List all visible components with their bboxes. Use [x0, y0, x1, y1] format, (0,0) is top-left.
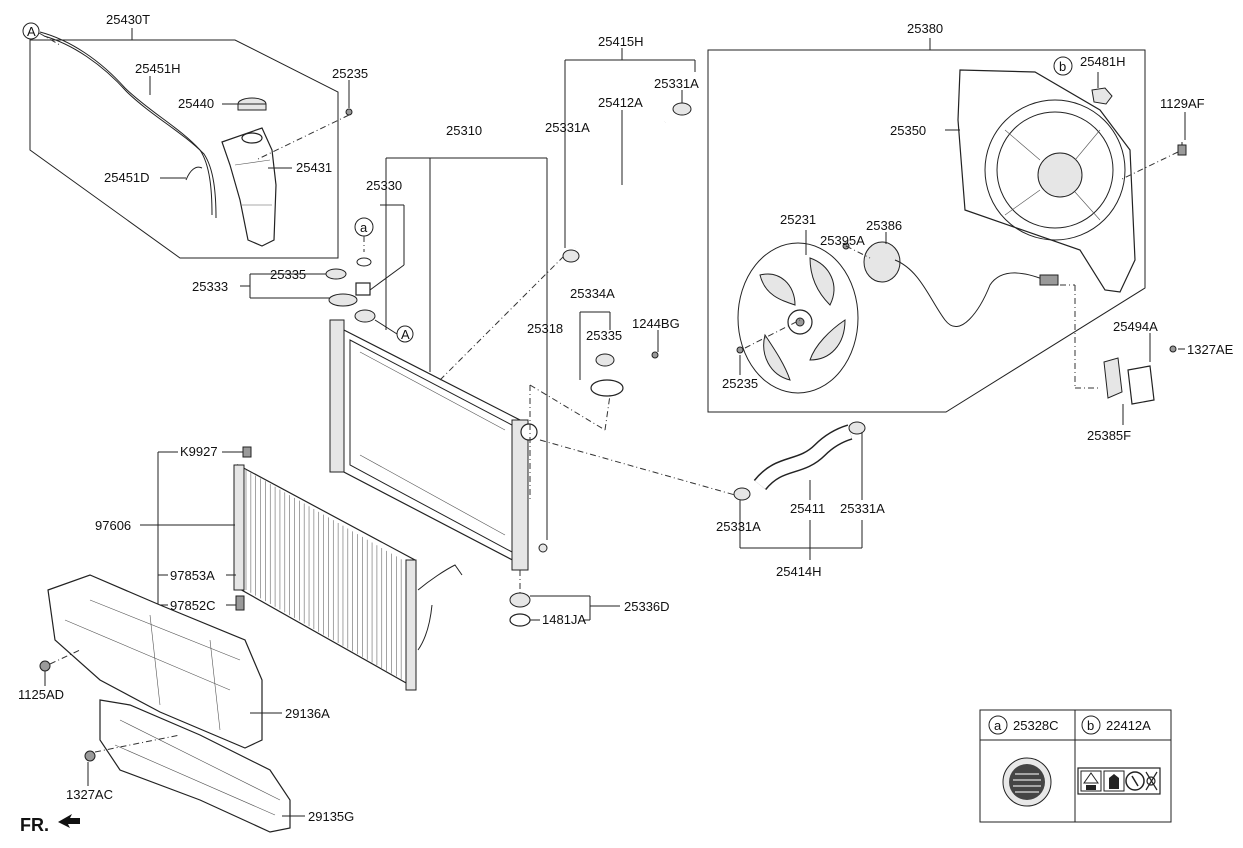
label-97606: 97606 [95, 518, 131, 533]
label-25385F: 25385F [1087, 428, 1131, 443]
label-25451H: 25451H [135, 61, 181, 76]
label-25335-mid: 25335 [586, 328, 622, 343]
label-25330: 25330 [366, 178, 402, 193]
label-25431: 25431 [296, 160, 332, 175]
legend-a-part: 25328C [1013, 718, 1059, 733]
label-25350: 25350 [890, 123, 926, 138]
label-29136A: 29136A [285, 706, 330, 721]
reservoir-group [22, 22, 353, 259]
label-25481H: 25481H [1080, 54, 1126, 69]
label-25331A-top: 25331A [654, 76, 699, 91]
label-25331A-lower-left: 25331A [716, 519, 761, 534]
label-25310: 25310 [446, 123, 482, 138]
callout-A-radiator: A [401, 327, 410, 342]
legend-b-part: 22412A [1106, 718, 1151, 733]
label-29135G: 29135G [308, 809, 354, 824]
label-25411: 25411 [790, 501, 825, 516]
label-1244BG: 1244BG [632, 316, 680, 331]
radiator [240, 157, 566, 571]
callout-b-shroud: b [1059, 59, 1066, 74]
label-25335-left: 25335 [270, 267, 306, 282]
label-97852C: 97852C [170, 598, 216, 613]
front-arrow-icon [58, 814, 80, 828]
callout-a-radiator: a [360, 220, 368, 235]
label-25231: 25231 [780, 212, 816, 227]
fan-shroud-group [707, 38, 1187, 413]
label-1125AD: 1125AD [18, 687, 64, 702]
label-25333: 25333 [192, 279, 228, 294]
label-25336D: 25336D [624, 599, 670, 614]
label-25440: 25440 [178, 96, 214, 111]
lower-hose [733, 421, 866, 560]
legend-a-circle [988, 715, 1008, 735]
drain-plug [509, 570, 620, 627]
label-1481JA: 1481JA [542, 612, 586, 627]
label-25331A-lower-right: 25331A [840, 501, 885, 516]
label-25386: 25386 [866, 218, 902, 233]
label-25451D: 25451D [104, 170, 150, 185]
legend-b-letter: b [1087, 718, 1094, 733]
legend-a-letter: a [994, 718, 1002, 733]
legend-b-circle [1081, 715, 1101, 735]
label-25334A: 25334A [570, 286, 615, 301]
guard-29135G [84, 699, 305, 833]
callout-A-top: A [27, 24, 36, 39]
label-25430T: 25430T [106, 12, 150, 27]
label-K9927: K9927 [180, 444, 218, 459]
label-25412A: 25412A [598, 95, 643, 110]
label-25235-fan: 25235 [722, 376, 758, 391]
label-25494A: 25494A [1113, 319, 1158, 334]
front-direction-label: FR. [20, 815, 49, 835]
label-25414H: 25414H [776, 564, 822, 579]
label-97853A: 97853A [170, 568, 215, 583]
upper-hose [562, 48, 696, 263]
bracket-25385F [1103, 333, 1185, 425]
label-25235-top: 25235 [332, 66, 368, 81]
label-25415H: 25415H [598, 34, 644, 49]
label-1327AE: 1327AE [1187, 342, 1234, 357]
label-25318: 25318 [527, 321, 563, 336]
label-1327AC: 1327AC [66, 787, 113, 802]
label-1129AF: 1129AF [1160, 96, 1205, 111]
label-25380: 25380 [907, 21, 943, 36]
legend-table: a 25328C b 22412A [979, 709, 1172, 823]
air-guard-29136A [39, 574, 282, 749]
label-25331A-mid: 25331A [545, 120, 590, 135]
label-25395A: 25395A [820, 233, 865, 248]
cap-assembly-25334A [529, 311, 736, 500]
condenser [140, 446, 463, 691]
part-labels: 25430T 25451H 25235 25440 25431 25451D 2… [18, 12, 1234, 835]
